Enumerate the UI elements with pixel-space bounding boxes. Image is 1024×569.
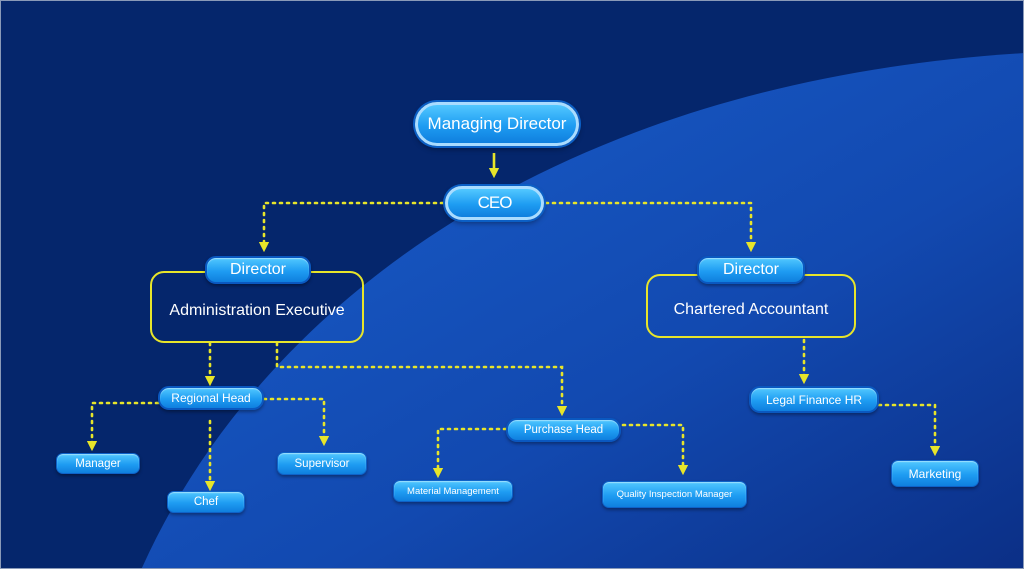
node-purchase-head-label: Purchase Head (523, 424, 604, 436)
node-director-right[interactable]: Director (697, 256, 805, 284)
node-supervisor-label: Supervisor (294, 457, 350, 470)
node-legal-finance-hr-label: Legal Finance HR (765, 392, 863, 407)
node-managing-director-label: Managing Director (427, 114, 567, 133)
node-chef[interactable]: Chef (167, 491, 245, 513)
node-marketing[interactable]: Marketing (891, 460, 979, 487)
node-material-management[interactable]: Material Management (393, 480, 513, 502)
chartered-accountant-label: Chartered Accountant (673, 301, 829, 318)
node-manager[interactable]: Manager (56, 453, 140, 474)
admin-executive-label: Administration Executive (169, 302, 345, 319)
node-director-left-label: Director (229, 261, 286, 278)
node-ceo[interactable]: CEO (445, 186, 544, 220)
node-legal-finance-hr[interactable]: Legal Finance HR (749, 386, 879, 413)
node-quality-inspection-manager-label: Quality Inspection Manager (616, 489, 733, 500)
node-director-left[interactable]: Director (205, 256, 311, 284)
node-manager-label: Manager (75, 457, 121, 470)
node-material-management-label: Material Management (407, 485, 499, 497)
node-quality-inspection-manager[interactable]: Quality Inspection Manager (602, 481, 747, 508)
node-regional-head[interactable]: Regional Head (158, 386, 264, 410)
node-director-right-label: Director (722, 261, 779, 278)
node-ceo-label: CEO (477, 193, 513, 212)
node-regional-head-label: Regional Head (171, 391, 251, 405)
node-marketing-label: Marketing (908, 466, 962, 481)
node-chef-label: Chef (193, 496, 219, 508)
node-managing-director[interactable]: Managing Director (415, 102, 579, 146)
node-purchase-head[interactable]: Purchase Head (506, 418, 621, 442)
node-supervisor[interactable]: Supervisor (277, 452, 367, 475)
